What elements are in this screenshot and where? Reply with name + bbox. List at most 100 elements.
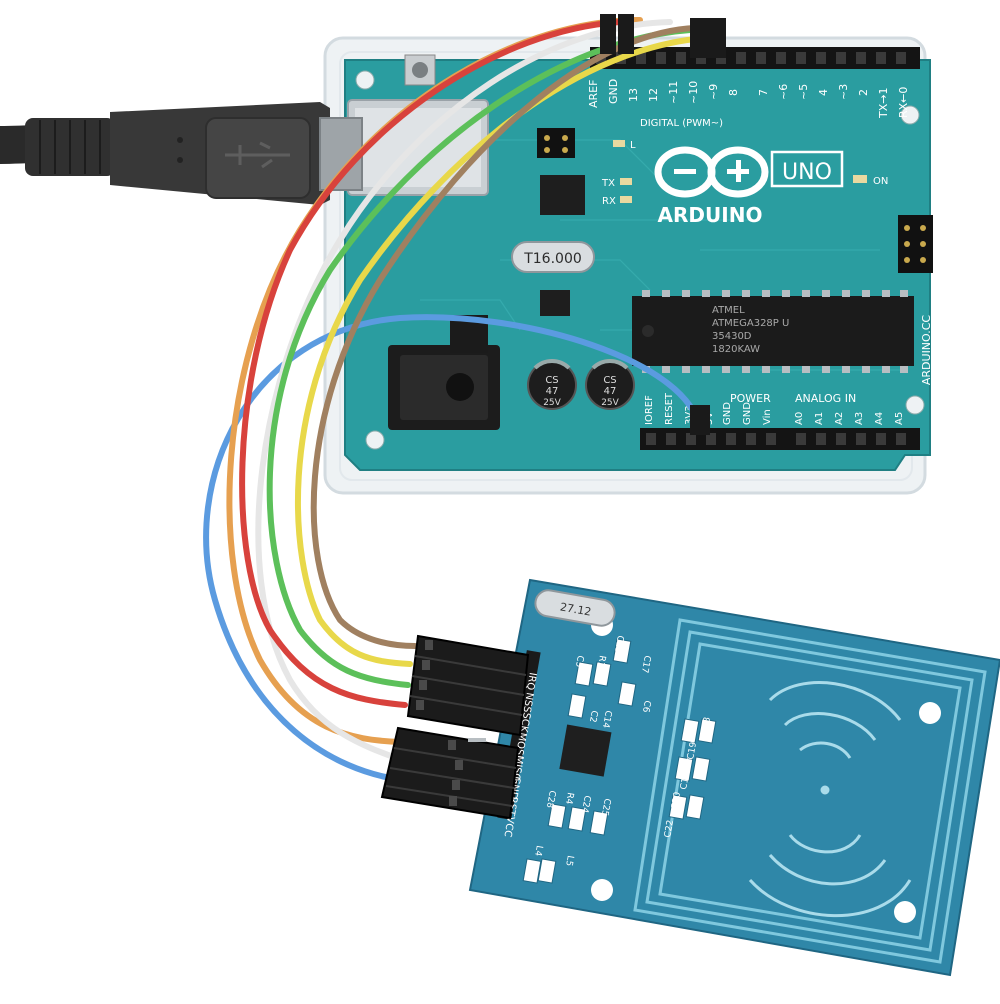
analog-in-label: ANALOG IN xyxy=(795,392,856,405)
digital-header: AREF GND 13 12 ~11 ~10 ~9 8 7 ~6 ~5 4 ~3… xyxy=(587,47,920,129)
wire-green xyxy=(266,27,693,688)
pin-5-label: ~5 xyxy=(797,84,810,100)
silk-c2: C2 xyxy=(587,709,599,723)
digital-pin-labels: AREF GND 13 12 ~11 ~10 ~9 8 7 ~6 ~5 4 ~3… xyxy=(587,79,910,119)
silk-c5: C5 xyxy=(573,654,585,668)
analog-pin-a3: A3 xyxy=(854,412,865,425)
arduino-logo: ARDUINO UNO xyxy=(654,146,844,227)
power-wire-plug xyxy=(690,405,710,435)
pin-vcc: VCC xyxy=(501,815,515,837)
usb-cable xyxy=(0,102,363,205)
reset-button xyxy=(404,54,436,86)
silk-c21: C21 xyxy=(678,756,691,775)
power-pin-reset: RESET xyxy=(664,392,675,425)
silk-c13: C13 xyxy=(612,634,625,653)
silk-r4: R4 xyxy=(563,791,575,805)
rfid-rc522-board: 27.12 C13 C17 R16 C5 C6 xyxy=(468,578,1000,977)
ic-line-1: ATMEL xyxy=(712,305,745,316)
mfrc522-chip xyxy=(559,724,612,777)
silk-c22: C22 xyxy=(663,819,676,838)
cap2-line-2: 47 xyxy=(604,386,617,397)
silk-c24: C24 xyxy=(579,794,592,813)
top-wire-plugs xyxy=(600,14,726,58)
icsp-header-small xyxy=(537,128,575,158)
pin-12-label: 12 xyxy=(647,88,660,102)
wire-red xyxy=(239,19,623,708)
pin-8-label: 8 xyxy=(727,89,740,96)
power-pin-gnd-1: GND xyxy=(722,402,733,425)
jumper-wires xyxy=(203,17,718,783)
rfid-crystal-label: 27.12 xyxy=(559,600,592,618)
arduino-website: ARDUINO.CC xyxy=(920,315,933,386)
arduino-leds: TX RX L ON xyxy=(601,140,888,207)
pin-11-label: ~11 xyxy=(667,81,680,104)
led-rx-label: RX xyxy=(602,196,616,207)
cap1-line-3: 25V xyxy=(543,398,561,408)
power-label: POWER xyxy=(730,392,771,405)
dupont-connectors xyxy=(380,634,530,820)
capacitor-1: CS 47 25V xyxy=(527,358,577,410)
pin-9-label: ~9 xyxy=(707,84,720,100)
analog-pin-a4: A4 xyxy=(874,412,885,425)
icsp-header-right xyxy=(898,215,933,273)
arduino-brand-text: ARDUINO xyxy=(658,203,763,227)
silk-c20: C20 xyxy=(670,791,683,810)
smd-components xyxy=(522,638,717,884)
pin-4-label: 4 xyxy=(817,89,830,96)
analog-pin-a0: A0 xyxy=(794,412,805,425)
usb-chip xyxy=(540,175,585,215)
atmega-chip: ATMEL ATMEGA328P U 35430D 1820KAW xyxy=(632,290,914,373)
ic-line-4: 1820KAW xyxy=(712,344,760,355)
pin-10-label: ~10 xyxy=(687,81,700,104)
rfid-waves-icon xyxy=(748,681,912,918)
arduino-model-text: UNO xyxy=(782,160,832,185)
wire-brown xyxy=(310,24,718,649)
analog-pin-a5: A5 xyxy=(894,412,905,425)
digital-pwm-label: DIGITAL (PWM~) xyxy=(640,118,723,129)
pin-irq: IRQ xyxy=(524,671,538,691)
power-pin-ioref: IOREF xyxy=(644,395,655,425)
silk-c19: C19 xyxy=(686,741,699,760)
gnd-label: GND xyxy=(607,79,620,104)
silk-r16: R16 xyxy=(594,654,607,673)
silk-l4: L4 xyxy=(532,844,544,857)
silk-c23: C23 xyxy=(700,716,713,735)
ic-line-2: ATMEGA328P U xyxy=(712,318,789,329)
silk-c17: C17 xyxy=(639,654,652,673)
silk-c25: C25 xyxy=(599,797,612,816)
aref-label: AREF xyxy=(587,80,600,108)
wire-white xyxy=(255,19,673,763)
regulator-chip xyxy=(540,290,570,316)
led-on-label: ON xyxy=(873,176,888,187)
crystal-label: T16.000 xyxy=(523,251,582,267)
ic-line-3: 35430D xyxy=(712,331,752,342)
led-tx-label: TX xyxy=(601,178,615,189)
cap2-line-3: 25V xyxy=(601,398,619,408)
analog-pin-a2: A2 xyxy=(834,412,845,425)
power-pin-gnd-2: GND xyxy=(742,402,753,425)
silk-c28: C28 xyxy=(544,789,557,808)
silk-c14: C14 xyxy=(600,709,613,728)
arduino-crystal: T16.000 xyxy=(511,241,595,273)
silk-l5: L5 xyxy=(563,854,575,866)
dc-power-jack xyxy=(388,345,500,430)
power-pin-vin: Vin xyxy=(762,409,773,425)
pin-rx-label: RX←0 xyxy=(897,87,910,118)
pin-7-label: 7 xyxy=(757,89,770,96)
silk-c6: C6 xyxy=(640,699,652,713)
pin-6-label: ~6 xyxy=(777,84,790,100)
power-pin-3v3: 3V3 xyxy=(684,405,695,425)
pin-3-label: ~3 xyxy=(837,84,850,100)
cap2-line-1: CS xyxy=(603,375,616,386)
pin-tx-label: TX→1 xyxy=(877,88,890,119)
analog-pin-a1: A1 xyxy=(814,412,825,425)
pin-13-label: 13 xyxy=(627,88,640,102)
cap1-line-2: 47 xyxy=(546,386,559,397)
capacitor-2: CS 47 25V xyxy=(585,358,635,410)
led-l-label: L xyxy=(630,140,636,151)
cap1-line-1: CS xyxy=(545,375,558,386)
rfid-pin-labels: IRQ NSS SCK MOSI MISO GND RST VCC xyxy=(501,671,537,837)
wire-yellow xyxy=(295,35,708,667)
